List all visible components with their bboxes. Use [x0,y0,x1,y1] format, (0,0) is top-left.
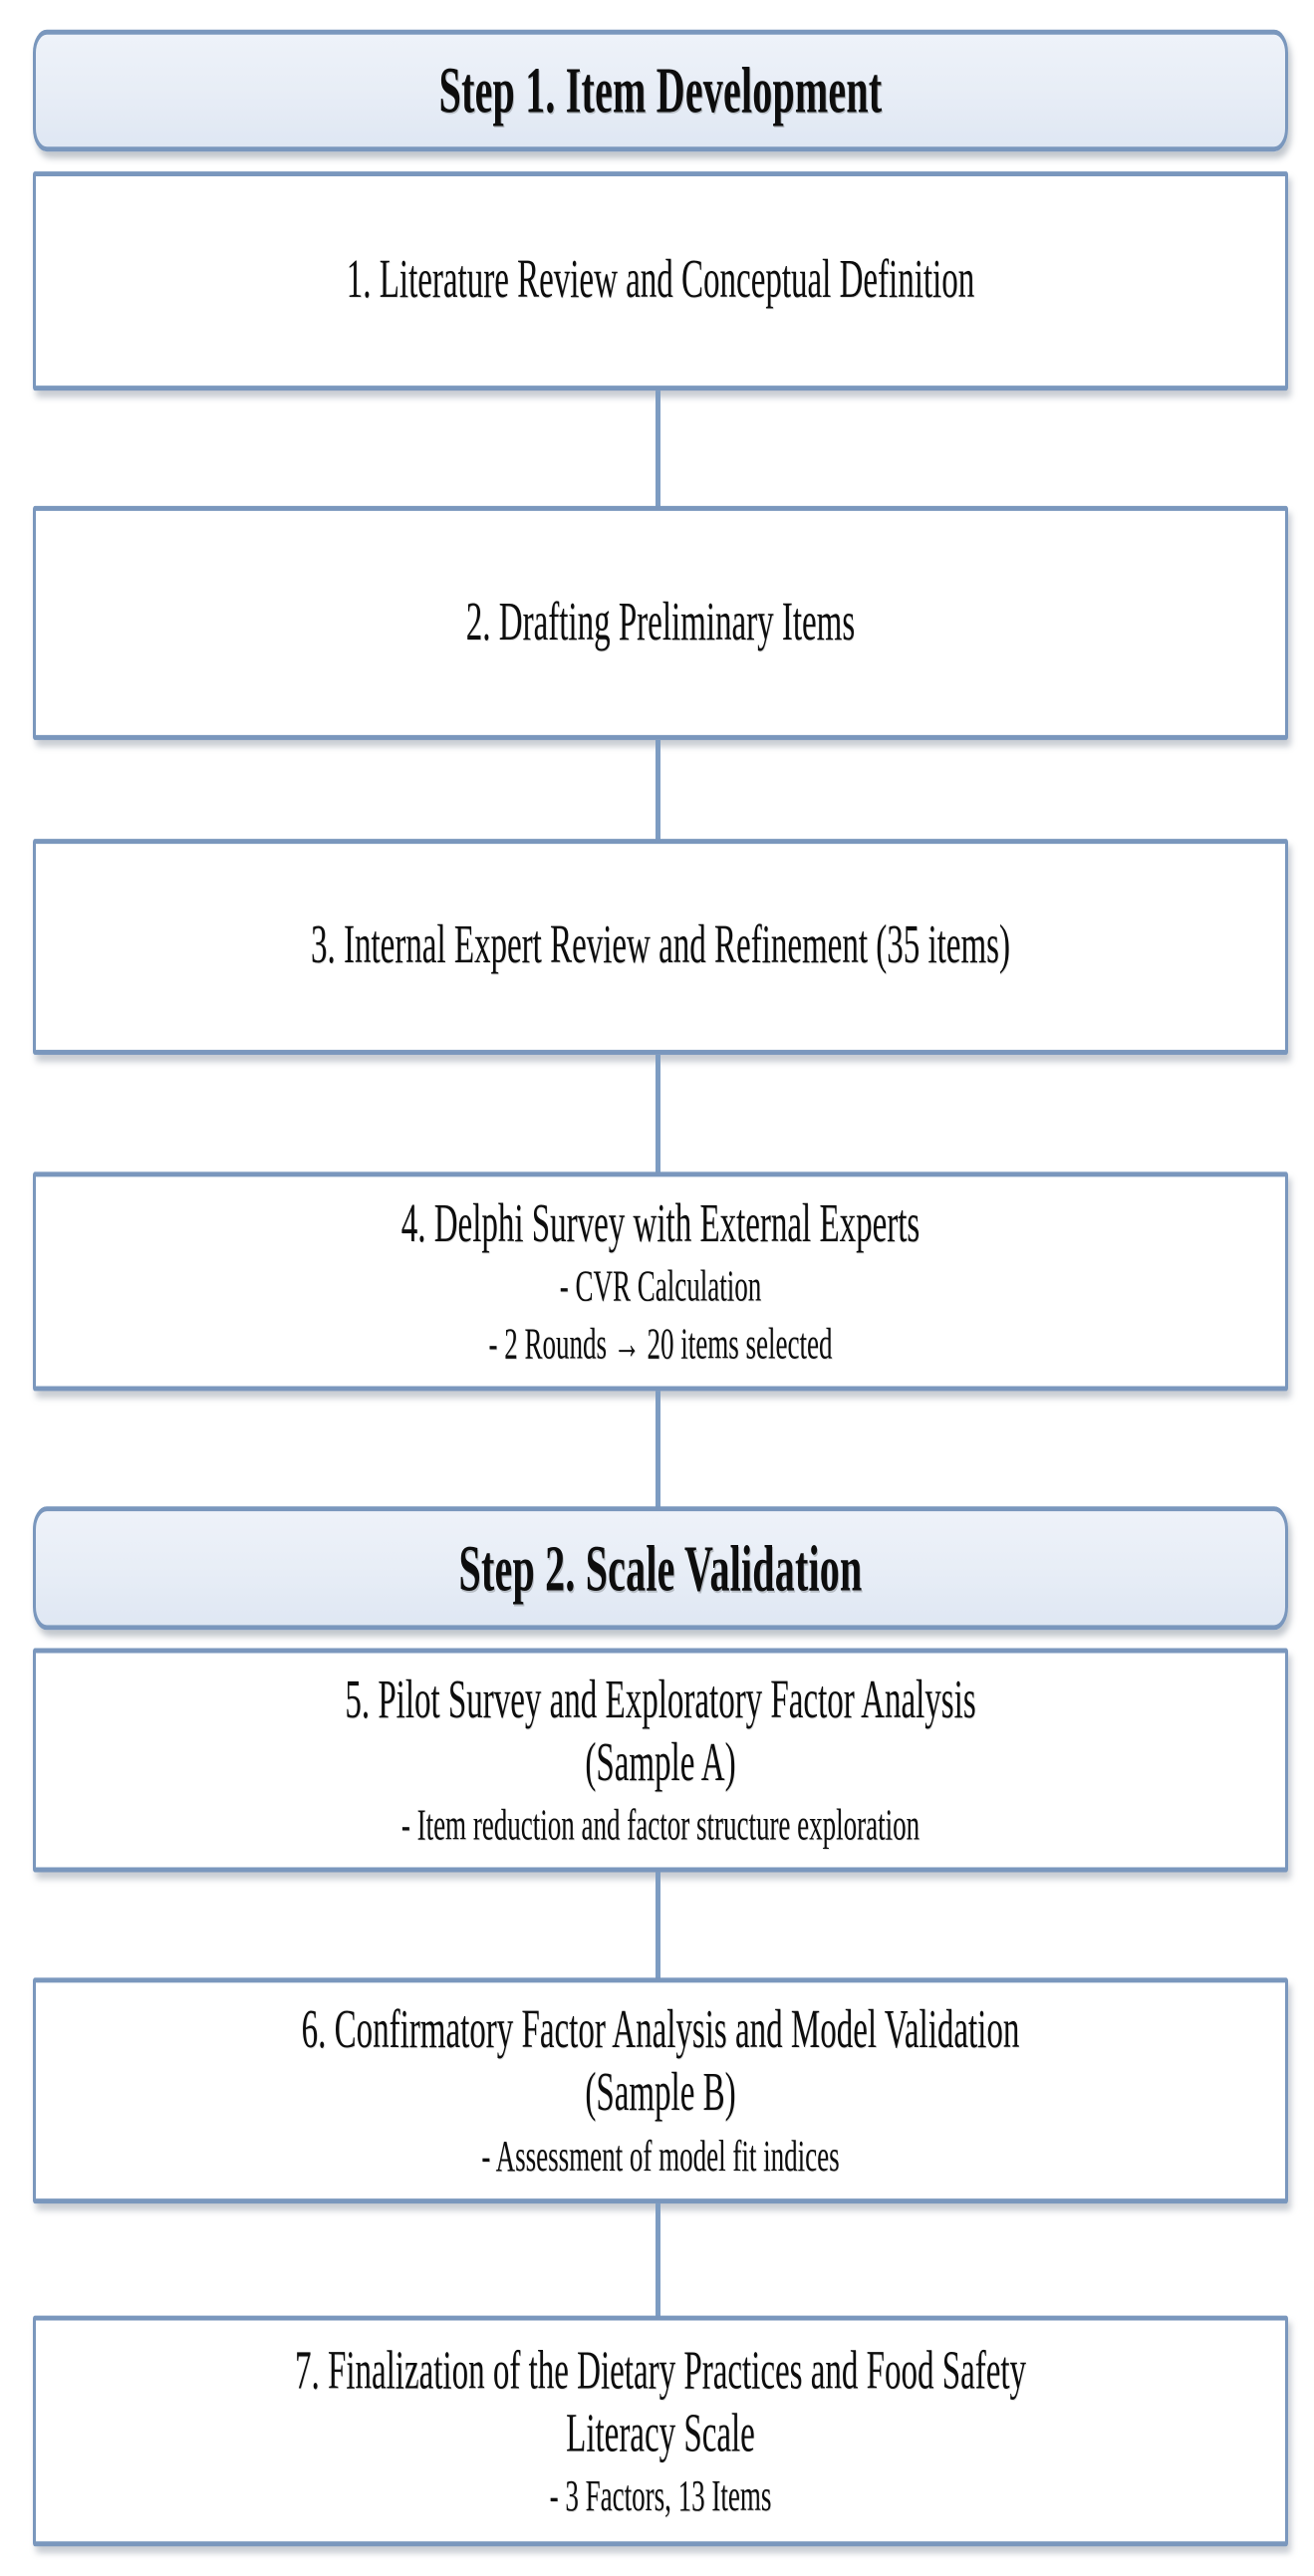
process-box-7: 7. Finalization of the Dietary Practices… [33,2315,1288,2547]
process-box-6: 6. Confirmatory Factor Analysis and Mode… [33,1977,1288,2204]
process-box-3-title: 3. Internal Expert Review and Refinement… [311,916,1010,977]
process-box-6-title: 6. Confirmatory Factor Analysis and Mode… [301,2000,1020,2061]
process-box-1: 1. Literature Review and Conceptual Defi… [33,171,1288,391]
connector-6-to-7 [656,2203,660,2319]
process-box-5-sub-1: - Item reduction and factor structure ex… [400,1799,920,1850]
process-box-7-sub-1: - 3 Factors, 13 Items [549,2470,772,2520]
process-box-2: 2. Drafting Preliminary Items [33,505,1288,740]
process-box-4-sub-2: - 2 Rounds → 20 items selected [488,1317,833,1368]
connector-3-to-4 [656,1054,660,1175]
step-1-banner: Step 1. Item Development [33,29,1288,152]
process-box-1-title: 1. Literature Review and Conceptual Defi… [346,251,975,311]
step-2-banner-title: Step 2. Scale Validation [458,1530,863,1605]
step-1-banner-title: Step 1. Item Development [438,52,883,128]
process-box-7-title-cont: Literacy Scale [566,2404,755,2464]
process-box-6-sub-1: - Assessment of model fit indices [481,2130,840,2181]
connector-1-to-2 [656,390,660,510]
process-box-5: 5. Pilot Survey and Exploratory Factor A… [33,1648,1288,1873]
process-box-5-sample: (Sample A) [585,1733,736,1793]
connector-4-to-step-2 [656,1391,660,1510]
process-box-4-title: 4. Delphi Survey with External Experts [400,1194,920,1255]
process-box-4-sub-1: - CVR Calculation [559,1261,762,1311]
connector-5-to-6 [656,1872,660,1981]
process-box-5-title: 5. Pilot Survey and Exploratory Factor A… [345,1670,976,1730]
process-box-3: 3. Internal Expert Review and Refinement… [33,839,1288,1055]
step-2-banner: Step 2. Scale Validation [33,1506,1288,1631]
process-box-2-title: 2. Drafting Preliminary Items [465,593,856,652]
process-box-6-sample: (Sample B) [585,2063,736,2124]
process-box-4: 4. Delphi Survey with External Experts -… [33,1171,1288,1392]
connector-2-to-3 [656,739,660,843]
process-box-7-title: 7. Finalization of the Dietary Practices… [294,2341,1027,2401]
